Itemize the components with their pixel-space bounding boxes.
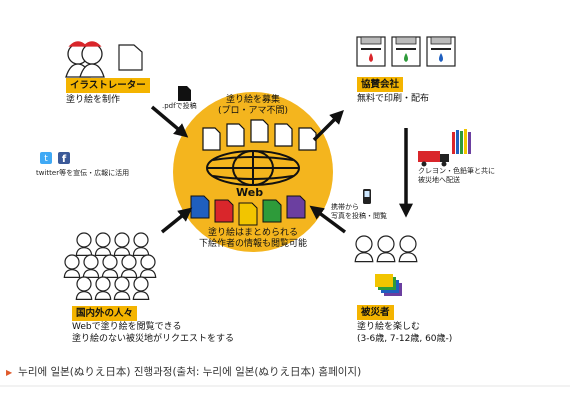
person-icon [94, 276, 112, 300]
person-icon [75, 276, 93, 300]
people-desc-line2: 塗り絵のない被災地がリクエストをする [72, 334, 235, 344]
center-bottom-line2: 下絵作者の情報も閲覧可能 [198, 239, 307, 249]
mobile-phone-icon [363, 189, 371, 204]
people-crowd-icon [63, 232, 157, 300]
people-desc-line1: Webで塗り絵を閲覧できる [72, 322, 182, 332]
person-icon [376, 235, 396, 263]
person-icon [63, 254, 81, 278]
victims-group-icon [354, 235, 418, 263]
person-icon [94, 232, 112, 256]
web-label: Web [236, 186, 264, 199]
center-title-line1: 塗り絵を募集 [225, 95, 280, 105]
victims-desc-line2: (3-6歳, 7-12歳, 60歳-) [357, 334, 453, 344]
crayons-icon [452, 129, 471, 154]
caption-bullet-icon: ▶ [6, 368, 13, 377]
colored-drawings [190, 195, 306, 226]
arrow-illustrator-to-web [150, 105, 189, 138]
colored-drawing [214, 199, 234, 223]
center-title: 塗り絵を募集 (プロ・アマ不問) [213, 95, 293, 117]
center-title-line2: (プロ・アマ不問) [217, 106, 289, 116]
blank-sheet-icon [118, 44, 143, 71]
person-icon [101, 254, 119, 278]
truck-icon [418, 151, 449, 167]
people-desc: Webで塗り絵を閲覧できる 塗り絵のない被災地がリクエストをする [72, 321, 234, 345]
victims-desc: 塗り絵を楽しむ (3-6歳, 7-12歳, 60歳-) [357, 321, 452, 345]
sponsor-desc: 無料で印刷・配布 [357, 94, 430, 104]
printer-icon [391, 36, 421, 67]
svg-text:f: f [62, 154, 67, 165]
colored-drawing [190, 195, 210, 219]
person-icon [113, 276, 131, 300]
twitter-icon: t [40, 152, 52, 164]
person-icon [139, 254, 157, 278]
colored-drawing [286, 195, 306, 219]
person-icon [120, 254, 138, 278]
victims-desc-line1: 塗り絵を楽しむ [357, 322, 421, 332]
illustrator-desc: 塗り絵を制作 [66, 95, 121, 105]
printer-icon [356, 36, 386, 67]
delivery-note-line2: 被災地へ配送 [418, 176, 460, 184]
globe-icon [206, 150, 300, 186]
person-icon [132, 232, 150, 256]
printer-icon [426, 36, 456, 67]
person-icon [354, 235, 374, 263]
center-bottom-text: 塗り絵はまとめられる 下絵作者の情報も閲覧可能 [193, 228, 313, 250]
colored-drawing [262, 199, 282, 223]
arrow-web-to-sponsor [312, 110, 344, 142]
printer-icons [356, 36, 456, 67]
person-icon [398, 235, 418, 263]
person-icon [113, 232, 131, 256]
mobile-note: 携帯から 写真を投稿・閲覧 [331, 203, 387, 221]
people-label: 国内外の人々 [72, 306, 138, 321]
svg-text:t: t [44, 154, 48, 164]
mobile-note-line2: 写真を投稿・閲覧 [331, 212, 387, 220]
illustrator-label: イラストレーター [66, 78, 150, 93]
sponsor-label: 協賛会社 [357, 77, 404, 92]
delivery-note-line1: クレヨン・色鉛筆と共に [418, 167, 495, 175]
delivery-note: クレヨン・色鉛筆と共に 被災地へ配送 [418, 167, 495, 185]
caption-text: 누리에 일본(ぬりえ日本) 진행과정(출처: 누리에 일본(ぬりえ日本) 홈페이… [18, 366, 362, 378]
colored-sheets-stack [375, 274, 402, 296]
victims-label: 被災者 [357, 305, 394, 320]
pdf-upload-note: .pdfで投稿 [162, 102, 197, 110]
colored-drawing [238, 202, 258, 226]
illustrator-icon [65, 41, 105, 78]
pdf-file-icon [178, 86, 191, 101]
person-icon [75, 232, 93, 256]
arrow-victims-to-web [309, 205, 347, 234]
mobile-note-line1: 携帯から [331, 203, 359, 211]
social-note: twitter等を宣伝・広報に活用 [36, 169, 130, 177]
person-icon [82, 254, 100, 278]
figure-caption: ▶ 누리에 일본(ぬりえ日本) 진행과정(출처: 누리에 일본(ぬりえ日本) 홈페… [6, 364, 361, 379]
center-bottom-line1: 塗り絵はまとめられる [207, 228, 298, 238]
person-icon [132, 276, 150, 300]
submitted-drawings [202, 119, 317, 151]
arrow-people-to-web [160, 207, 193, 234]
facebook-icon: f [58, 152, 70, 165]
